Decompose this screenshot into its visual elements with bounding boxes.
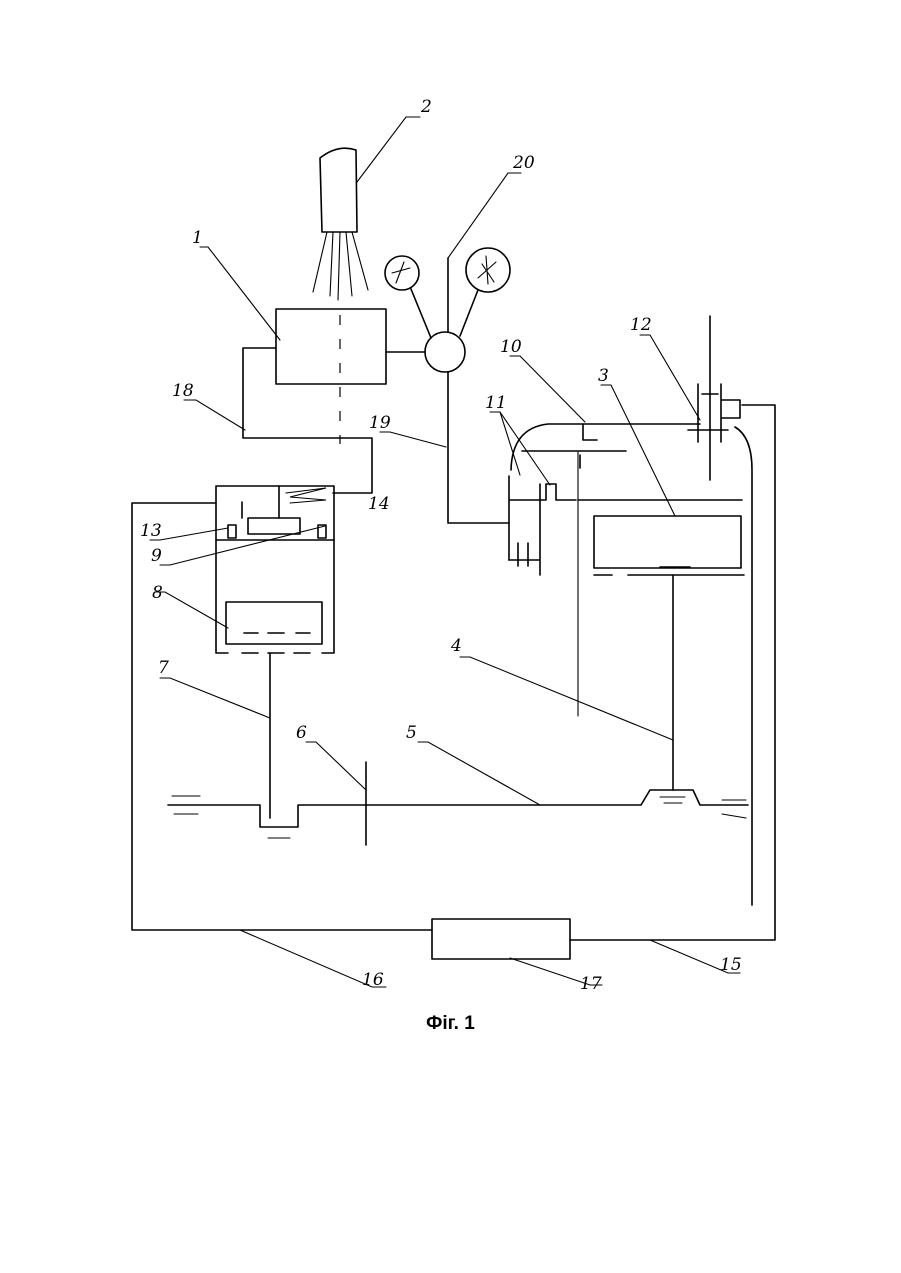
label-13: 13 <box>140 521 162 541</box>
block-3 <box>594 516 744 790</box>
label-20: 20 <box>512 153 535 173</box>
label-14: 14 <box>368 494 390 514</box>
housing-10 <box>511 424 752 905</box>
label-9: 9 <box>151 546 162 566</box>
block-1 <box>276 309 386 384</box>
label-15: 15 <box>720 955 742 975</box>
label-17: 17 <box>580 974 602 994</box>
gauge-assembly <box>385 248 510 372</box>
label-16: 16 <box>362 970 384 990</box>
label-2: 2 <box>420 97 432 117</box>
label-5: 5 <box>406 723 417 743</box>
shaft-12 <box>688 316 740 480</box>
shaft-5 <box>168 790 748 838</box>
label-3: 3 <box>598 366 609 386</box>
valve-cylinder <box>216 486 334 653</box>
label-4: 4 <box>450 636 462 656</box>
label-6: 6 <box>296 723 307 743</box>
coupling-11 <box>509 452 578 716</box>
label-1: 1 <box>192 228 203 248</box>
label-10: 10 <box>500 337 522 357</box>
figure-caption: Фіг. 1 <box>0 1013 901 1035</box>
leader-lines <box>150 117 740 987</box>
label-8: 8 <box>152 583 163 603</box>
block-17 <box>432 919 570 959</box>
label-12: 12 <box>630 315 652 335</box>
nozzle-pipe <box>313 148 368 300</box>
label-7: 7 <box>158 658 169 678</box>
label-19: 19 <box>369 413 391 433</box>
label-18: 18 <box>172 381 194 401</box>
label-11: 11 <box>485 393 507 413</box>
